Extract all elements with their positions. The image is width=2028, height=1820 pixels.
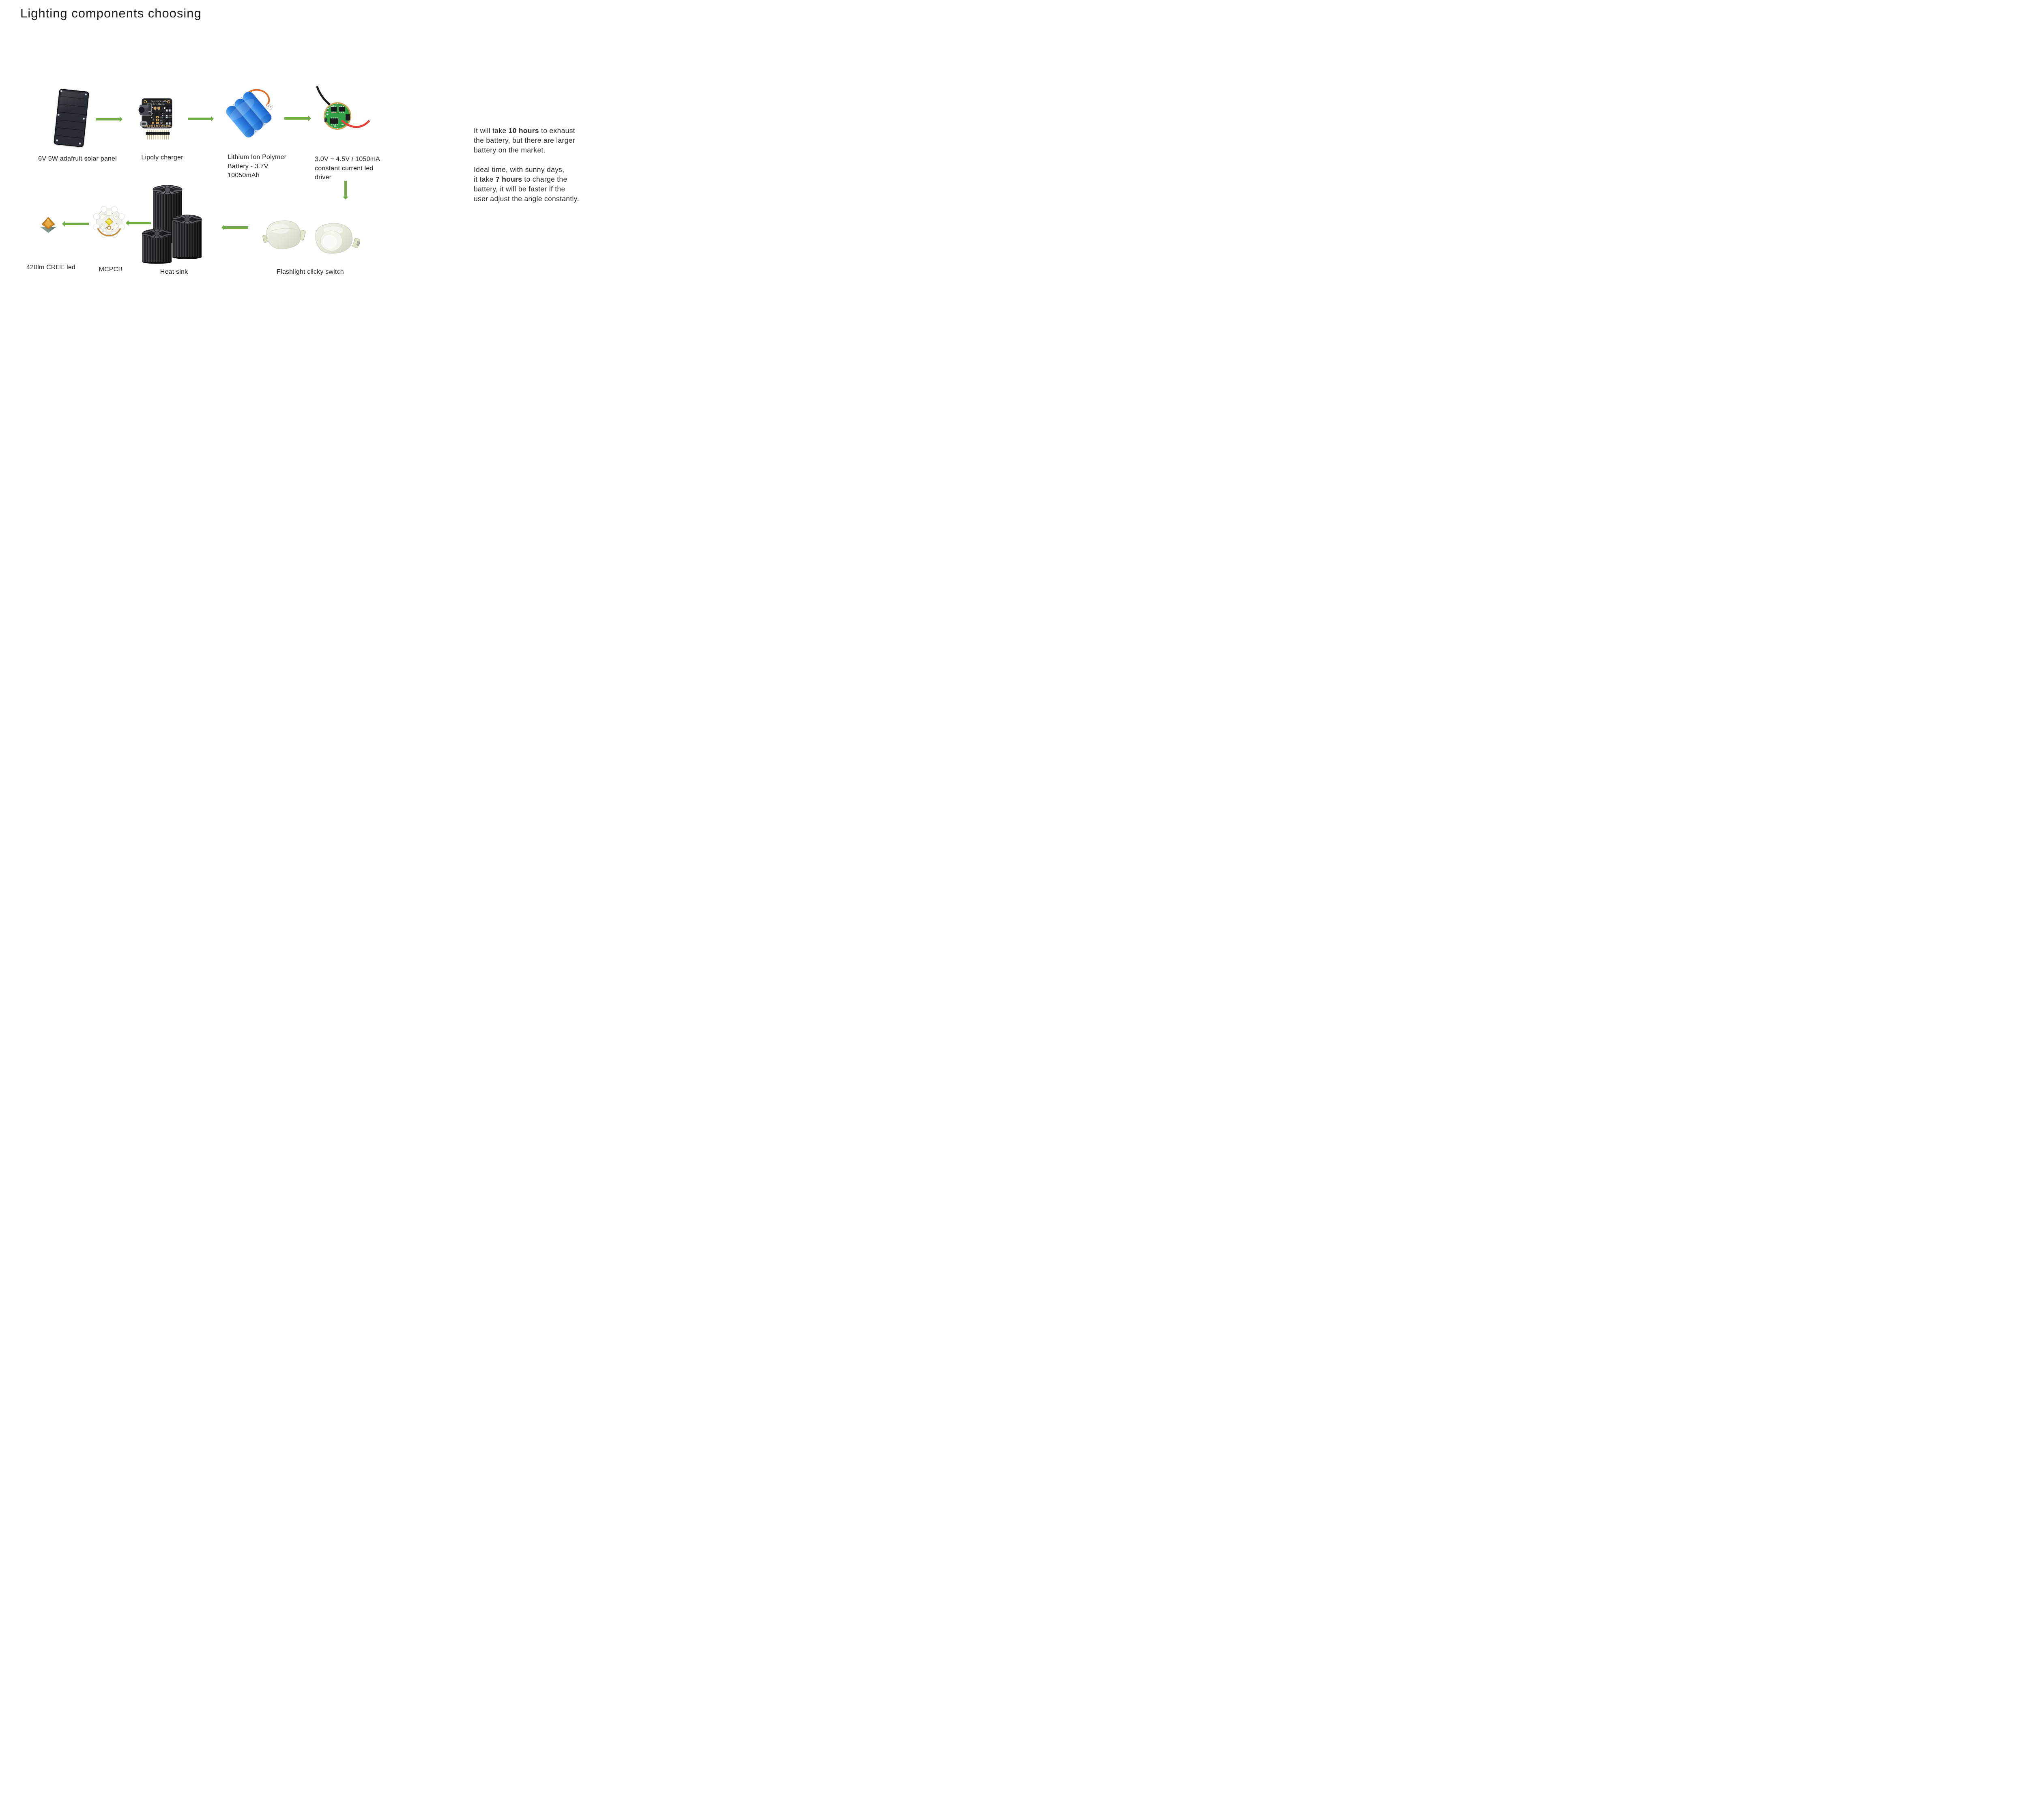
driver-marking-r3: R3 [331, 126, 333, 128]
svg-text:✕: ✕ [116, 223, 118, 225]
driver-chip-q1 [331, 107, 337, 112]
arrow-left-icon [126, 220, 151, 226]
screw-hole-icon [60, 90, 63, 92]
screw-hole-icon [56, 139, 58, 142]
barrel-jack [138, 104, 152, 116]
mcpcb-marking-num: 20 [114, 215, 118, 219]
arrow-down-icon [343, 181, 348, 200]
battery-illustration [221, 89, 278, 141]
screw-hole-icon [79, 142, 81, 145]
switch-left [262, 220, 306, 249]
driver-soic8 [330, 118, 338, 124]
lipoly-charger-illustration: 1.5A USB/DC/Solar LiPo Charger 10V Max L… [138, 97, 175, 140]
heatsink-right [172, 214, 202, 259]
screw-hole-icon [82, 117, 85, 120]
switch-label: Flashlight clicky switch [277, 268, 344, 275]
arrow-left-icon [221, 225, 248, 230]
heatsink-front [142, 228, 172, 264]
charger-silk-thm: THM [153, 118, 154, 121]
arrow-right-icon [96, 116, 122, 122]
usb-c-port [140, 121, 148, 127]
battery-cells [226, 92, 272, 138]
heat-sink-illustration [140, 182, 203, 264]
solar-panel-illustration [53, 88, 90, 148]
jst-connector-load [165, 105, 172, 113]
heat-sink-label: Heat sink [160, 268, 188, 275]
driver-label: 3.0V ~ 4.5V / 1050mA constant current le… [315, 156, 380, 181]
screw-hole-icon [57, 114, 60, 116]
svg-text:✕: ✕ [112, 212, 113, 215]
mcpcb-gold-edge [97, 228, 121, 237]
charger-silk-line2: LiPo Charger [153, 103, 165, 106]
switch-illustration [262, 218, 364, 263]
arrow-right-icon [284, 116, 311, 121]
mcpcb-illustration: MTN 20 ✕✕✕ [93, 206, 126, 238]
driver-marking-q1: Q1 [332, 105, 334, 107]
svg-text:+: + [165, 112, 166, 114]
driver-red-wire [341, 120, 370, 128]
arrow-left-icon [62, 221, 89, 227]
led-base-wedge [41, 227, 56, 233]
charger-silk-line1: 1.5A USB/DC/Solar [149, 101, 167, 103]
jumper-label-1: 1.5A [160, 117, 163, 118]
cree-led-label: 420lm CREE led [26, 264, 76, 271]
led-driver-illustration: Q1 Q2 R3 [313, 84, 371, 132]
slide-canvas: Lighting components choosing 6V 5W adafr… [0, 0, 627, 361]
svg-text:+: + [153, 107, 154, 109]
annotation-note: It will take 10 hours to exhaust the bat… [474, 127, 579, 203]
charger-pin-labels-top: VBUS THERM CE CHG GND GND [146, 123, 168, 125]
charger-silk-good: GOOD [168, 117, 172, 118]
driver-chip-q2 [339, 107, 345, 112]
cree-led-illustration [38, 217, 58, 234]
mcpcb-label: MCPCB [99, 266, 123, 273]
switch-right [315, 223, 361, 254]
battery-wire [245, 89, 270, 106]
battery-connector [266, 103, 273, 110]
screw-hole-icon [85, 93, 87, 96]
page-title: Lighting components choosing [20, 6, 202, 20]
svg-text:✕: ✕ [104, 213, 106, 216]
charger-pin-labels-bottom: GND ISET PGOOD OUT LIPO [147, 127, 167, 128]
mcpcb-hole [107, 225, 112, 230]
charger-label: Lipoly charger [141, 154, 183, 161]
jumper-label-2: 1.0A [160, 120, 163, 121]
charger-silk-optcap: Opt. Cap [155, 109, 159, 111]
jumper-label-3: 0.5A [160, 122, 163, 124]
current-jumpers [152, 116, 159, 124]
solar-panel-label: 6V 5W adafruit solar panel [38, 155, 117, 162]
driver-marking-q2: Q2 [340, 105, 342, 107]
driver-chip-right [346, 114, 350, 120]
arrow-right-icon [188, 116, 214, 122]
pin-header-strip [146, 130, 170, 140]
led-dome [41, 217, 55, 230]
charger-silk-chg: CHG [169, 115, 172, 117]
battery-label: Lithium Ion Polymer Battery - 3.7V 10050… [228, 154, 287, 179]
